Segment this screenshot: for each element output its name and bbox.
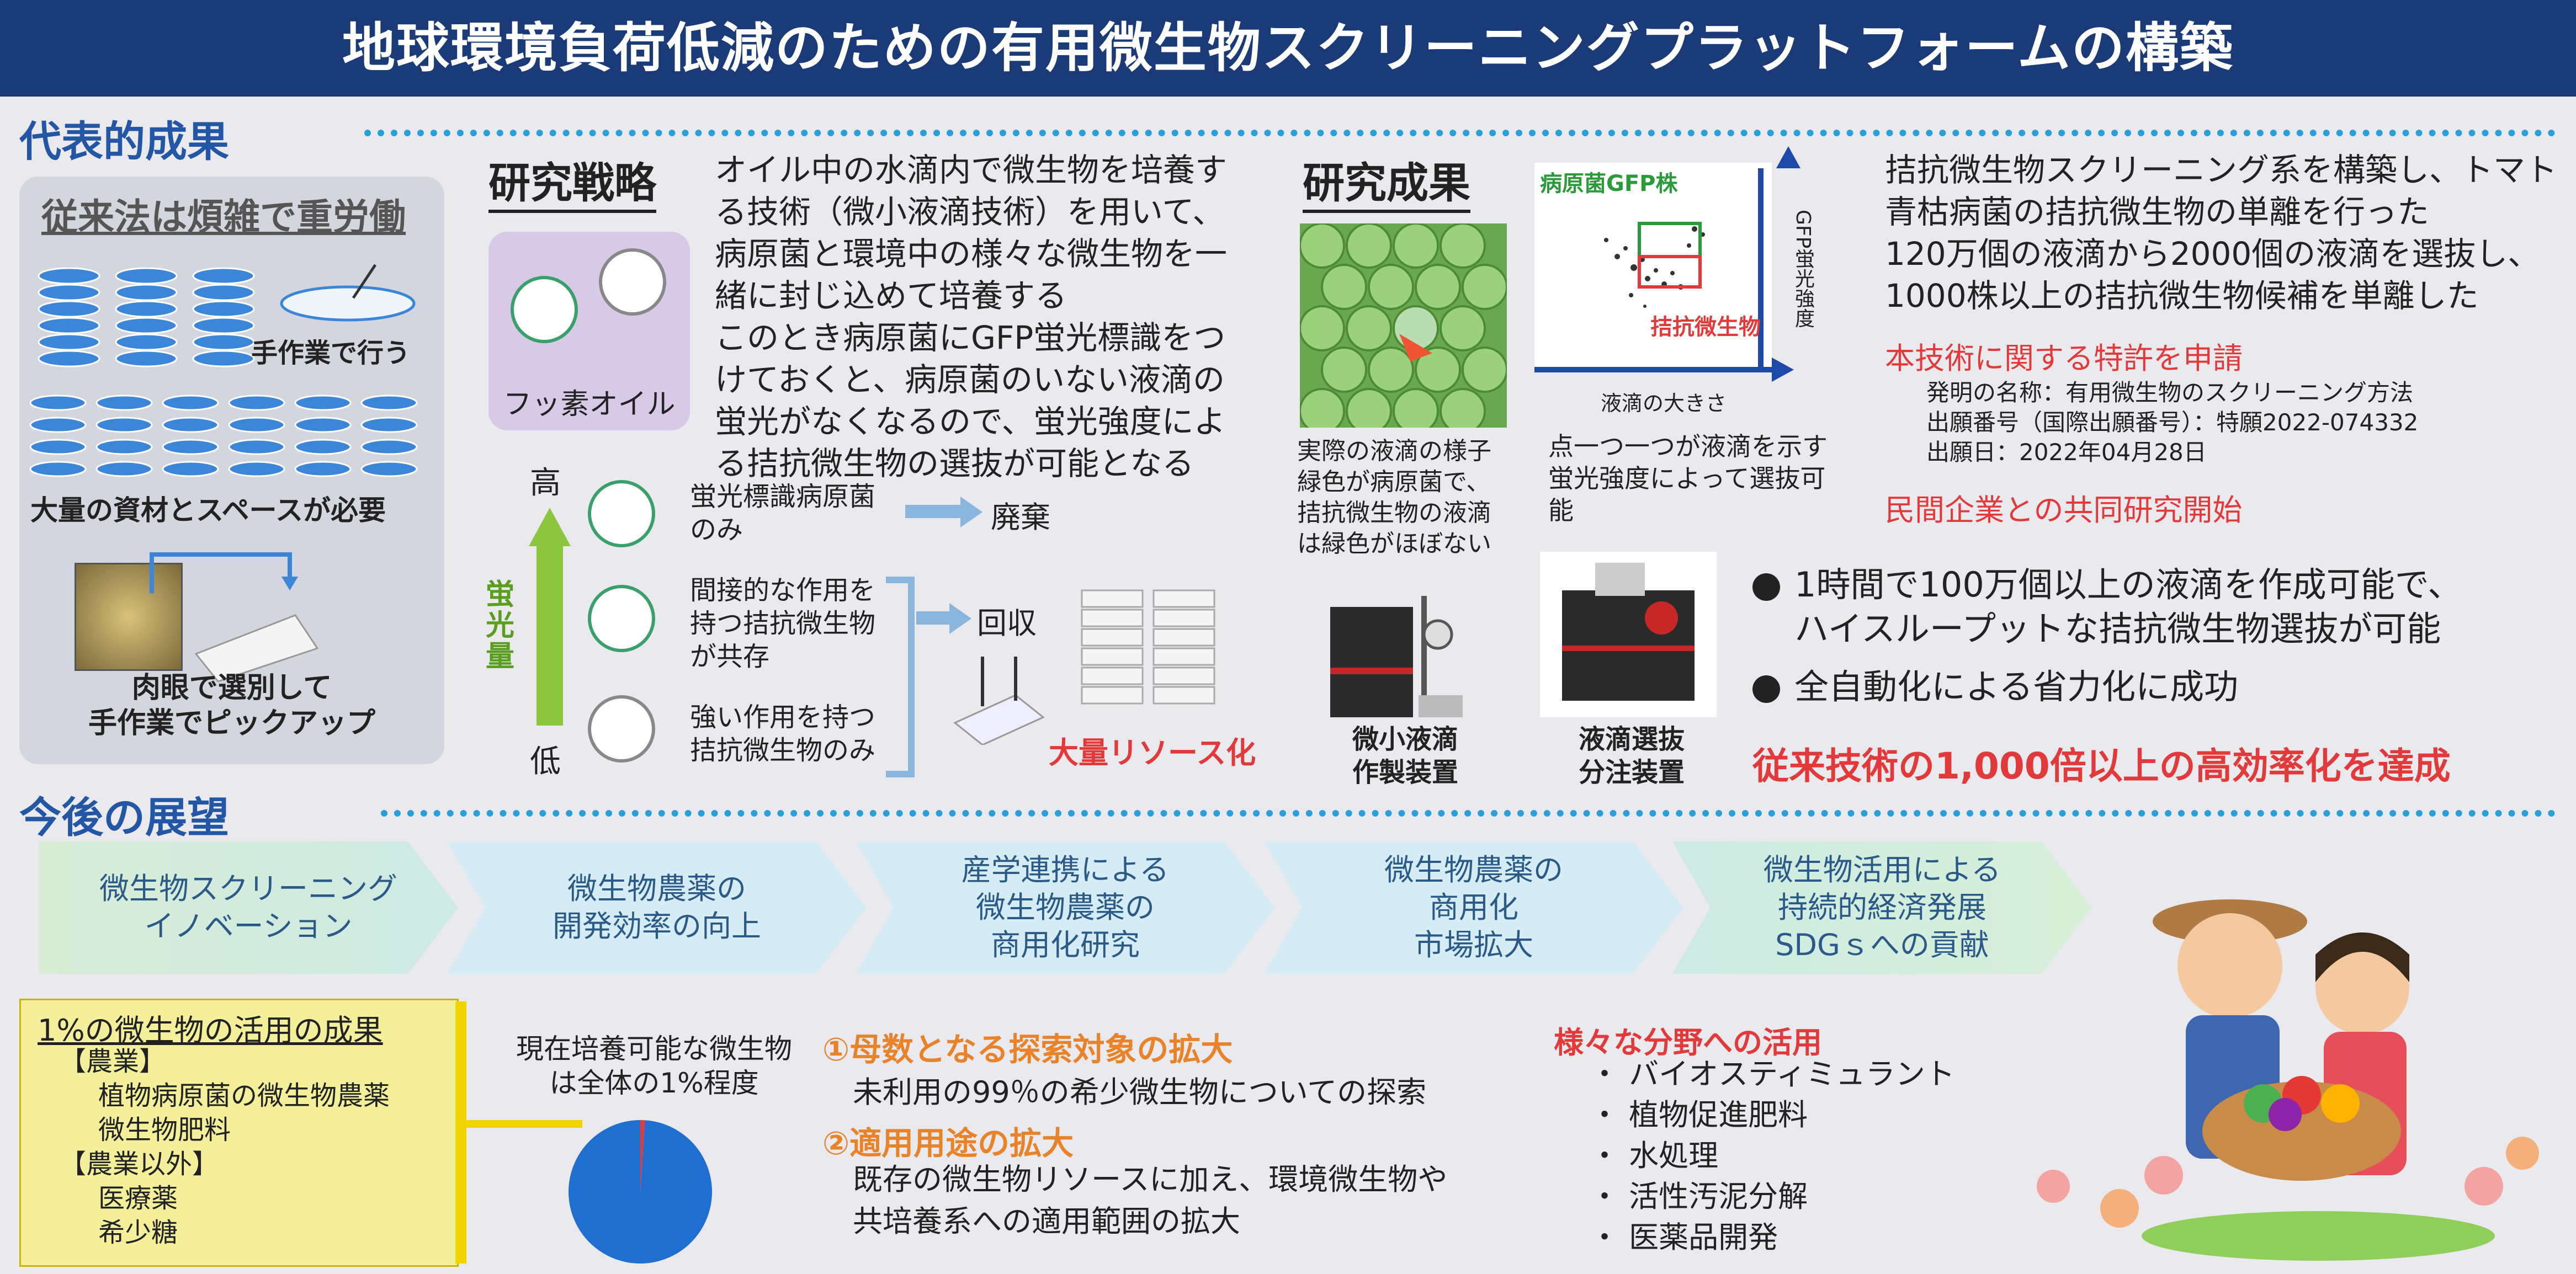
pie-chart (568, 1120, 712, 1264)
x-axis-line (1534, 367, 1777, 372)
dotted-divider (364, 130, 2556, 136)
plot-y-label: GFP蛍光強度 (1792, 210, 1814, 328)
fields-heading: 様々な分野への活用 (1554, 1025, 1822, 1060)
fluorescence-axis-bar (537, 543, 563, 726)
plot-caption: 点一つ一つが液滴を示す蛍光強度によって選抜可能 (1548, 431, 1828, 525)
bullet-icon (1752, 573, 1780, 601)
many-dishes-icon (25, 386, 433, 486)
scatter-plot (1534, 163, 1772, 372)
dotted-divider (381, 810, 2556, 817)
collect-label: 回収 (977, 606, 1037, 641)
axis-high-label: 高 (530, 465, 561, 501)
tube-dispense-icon (949, 646, 1049, 746)
fluorine-oil-label: フッ素オイル (503, 388, 676, 421)
one-percent-heading: 1%の微生物の活用の成果 (38, 1013, 383, 1048)
strategy-heading: 研究戦略 (488, 149, 656, 213)
device2-label: 液滴選抜分注装置 (1579, 724, 1685, 788)
indirect-antagonist-icon (588, 585, 655, 652)
y-arrowhead-icon (1776, 146, 1800, 168)
discard-label: 廃棄 (991, 500, 1050, 535)
gfp-microbe-icon (511, 276, 578, 343)
droplet-generator-device (1319, 585, 1468, 728)
collect-arrow-icon (916, 611, 955, 625)
flow-step-3: 産学連携による微生物農薬の商用化研究 (856, 841, 1275, 974)
axis-low-label: 低 (530, 744, 561, 780)
discard-arrowhead-icon (960, 497, 982, 527)
colony-plate-image (75, 563, 183, 671)
fields-list: ・ バイオスティミュラント ・ 植物促進肥料 ・ 水処理 ・ 活性汚泥分解 ・ … (1590, 1057, 1955, 1255)
patent-details: 発明の名称：有用微生物のスクリーニング方法出願番号（国際出願番号）：特願2022… (1926, 379, 2419, 466)
strategy-text: オイル中の水滴内で微生物を培養する技術（微小液滴技術）を用いて、病原菌と環境中の… (715, 151, 1228, 482)
one-percent-box: 1%の微生物の活用の成果 【農業】 植物病原菌の微生物農薬 微生物肥料 【農業以… (19, 999, 459, 1267)
flow-step-1: 微生物スクリーニングイノベーション (39, 841, 458, 974)
patent-heading: 本技術に関する特許を申請 (1885, 341, 2243, 376)
summary-bullet-1: 1時間で100万個以上の液滴を作成可能で、 ハイスループットな拮抗微生物選抜が可… (1752, 563, 2462, 651)
gfp-only-icon (588, 480, 655, 547)
axis-fluorescence-label: 蛍光量 (486, 578, 515, 673)
plot-gfp-label: 病原菌GFP株 (1540, 171, 1678, 196)
culture-caption: 現在培養可能な微生物は全体の1%程度 (516, 1033, 792, 1099)
conventional-panel: 従来法は煩雑で重労働 手作業で行う 大量の資材とスペースが必要 肉眼で選別して手… (19, 177, 444, 764)
conventional-heading: 従来法は煩雑で重労働 (41, 196, 406, 238)
section-title-outlook: 今後の展望 (19, 793, 229, 842)
achievement-text: 従来技術の1,000倍以上の高効率化を達成 (1752, 745, 2451, 787)
materials-label: 大量の資材とスペースが必要 (30, 494, 386, 526)
row-gfp-only: 蛍光標識病原菌のみ (690, 481, 876, 545)
row-indirect: 間接的な作用を持つ拮抗微生物が共存 (690, 575, 876, 672)
droplet-sorter-device (1540, 552, 1717, 717)
pie-slice (568, 1120, 712, 1264)
dish-stack-icon (36, 259, 268, 370)
yellow-connector-horizontal (455, 1120, 582, 1128)
yellow-connector (455, 1001, 466, 1264)
plate-stack-icon (1076, 579, 1225, 734)
discard-arrow-icon (905, 505, 966, 518)
collect-arrowhead-icon (949, 603, 971, 634)
resource-label: 大量リソース化 (1049, 735, 1256, 770)
row-strong: 強い作用を持つ拮抗微生物のみ (690, 702, 876, 766)
droplet-caption: 実際の液滴の様子緑色が病原菌で、拮抗微生物の液滴は緑色がほぼない (1297, 437, 1491, 558)
flow-step-2: 微生物農薬の開発効率の向上 (447, 841, 867, 974)
collect-bracket (886, 577, 915, 777)
microbe-icon (599, 248, 666, 316)
pie-slice (640, 1120, 645, 1192)
bullet-icon (1752, 675, 1780, 703)
petri-dish-icon (276, 259, 419, 326)
expansion-text-2: 既存の微生物リソースに加え、環境微生物や共培養系への適用範囲の拡大 (853, 1162, 1448, 1239)
collaboration-heading: 民間企業との共同研究開始 (1885, 493, 2243, 527)
x-arrowhead-icon (1772, 358, 1794, 382)
up-arrow-icon (529, 508, 571, 546)
expansion-heading-2: ②適用用途の拡大 (822, 1124, 1074, 1162)
droplet-image (1300, 223, 1507, 428)
plot-antagonist-label: 拮抗微生物 (1650, 314, 1761, 340)
device1-label: 微小液滴作製装置 (1352, 724, 1459, 788)
flow-step-4: 微生物農薬の商用化市場拡大 (1264, 841, 1683, 974)
page-title: 地球環境負荷低減のための有用微生物スクリーニングプラットフォームの構築 (0, 0, 2576, 97)
plot-x-label: 液滴の大きさ (1601, 391, 1727, 415)
pickup-arrow-icon (130, 543, 328, 687)
section-title-results: 代表的成果 (19, 117, 229, 166)
farmers-illustration (2009, 877, 2567, 1264)
manual-label: 手作業で行う (251, 338, 411, 369)
expansion-heading-1: ①母数となる探索対象の拡大 (822, 1031, 1233, 1068)
one-percent-list: 【農業】 植物病原菌の微生物農薬 微生物肥料 【農業以外】 医療薬 希少糖 (60, 1046, 390, 1248)
expansion-text-1: 未利用の99％の希少微生物についての探索 (853, 1075, 1427, 1110)
strong-antagonist-icon (588, 695, 655, 763)
summary-bullet-2: 全自動化による省力化に成功 (1752, 665, 2238, 709)
fluorine-oil-box: フッ素オイル (488, 232, 690, 430)
pickup-label: 肉眼で選別して手作業でピックアップ (88, 671, 375, 740)
results-heading: 研究成果 (1303, 149, 1470, 213)
